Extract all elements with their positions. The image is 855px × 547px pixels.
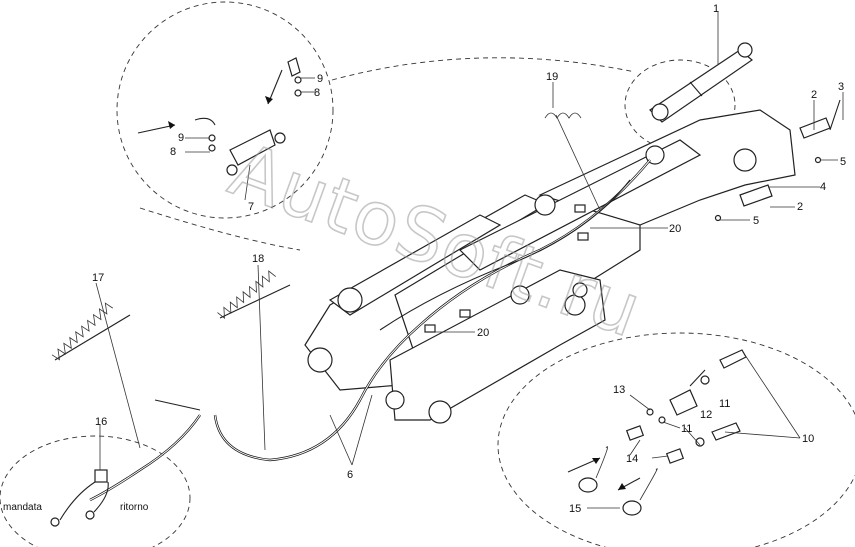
frame-pin-a — [337, 287, 363, 313]
clamp-20-lower — [424, 324, 436, 333]
fittings-detail — [567, 349, 747, 516]
adapter-14-left — [625, 425, 645, 441]
frame-pin-d — [645, 145, 665, 165]
callout-4: 4 — [820, 181, 826, 193]
callout-17: 17 — [92, 272, 104, 284]
frame-pin-e — [307, 347, 333, 373]
pin-2-upper — [799, 117, 831, 139]
hose-lines — [89, 159, 651, 502]
fitting-10-upper — [719, 349, 747, 369]
valve-handle — [689, 369, 706, 387]
spring-guard-18 — [219, 284, 291, 319]
seal-8-right — [294, 89, 302, 97]
cap-15-right — [622, 500, 642, 516]
flow-arrow-in — [137, 124, 176, 134]
leader-lines — [95, 12, 844, 509]
callout-6: 6 — [347, 469, 353, 481]
cylinder-eye — [737, 42, 753, 58]
callout-7: 7 — [248, 201, 254, 213]
callout-3: 3 — [838, 81, 844, 93]
clamp-20-upper — [577, 232, 589, 241]
detail-circle-cylinder — [624, 59, 736, 151]
valve-block-7 — [229, 129, 276, 166]
callout-16: 16 — [95, 416, 107, 428]
callout-1: 1 — [713, 3, 719, 15]
washer-5-upper — [814, 156, 822, 164]
hose-ends-detail — [50, 469, 109, 527]
elbow-fitting — [194, 117, 216, 126]
nut-13 — [646, 408, 654, 416]
cylinder-base-eye — [651, 103, 669, 121]
callout-13: 13 — [613, 384, 625, 396]
clamp-20-mid — [459, 309, 471, 318]
callout-10: 10 — [802, 433, 814, 445]
ball-valve-12 — [669, 389, 698, 416]
callout-8-left: 8 — [170, 146, 176, 158]
hose-coupling — [154, 399, 201, 411]
pins-right — [714, 99, 841, 222]
label-mandata: mandata — [3, 502, 42, 513]
clamps-20 — [424, 204, 589, 333]
clamp-16 — [94, 469, 108, 483]
callout-11-lower: 11 — [681, 423, 692, 435]
valve-fitting-right — [274, 132, 286, 144]
callout-14: 14 — [626, 453, 638, 465]
seal-11-lower — [658, 416, 666, 424]
frame-pin-j — [572, 282, 588, 298]
frame-pin-b — [534, 194, 556, 216]
callout-15: 15 — [569, 503, 581, 515]
callout-8-right: 8 — [314, 87, 320, 99]
callout-19: 19 — [546, 71, 558, 83]
seal-8-left — [208, 144, 216, 152]
detail-circle-fittings — [497, 332, 855, 547]
clamp-20-top — [574, 204, 586, 213]
spring-guards — [51, 112, 582, 361]
callout-12: 12 — [700, 409, 712, 421]
callout-9-right: 9 — [317, 73, 323, 85]
callout-5-upper: 5 — [840, 156, 846, 168]
detail-link-left — [139, 207, 301, 251]
detail-link-top — [331, 57, 636, 81]
hydraulic-cylinder — [649, 42, 753, 123]
label-ritorno: ritorno — [120, 502, 149, 513]
callout-20-upper: 20 — [669, 223, 681, 235]
bolt-3 — [829, 99, 841, 131]
frame-pin-f — [428, 400, 452, 424]
seal-11-upper — [700, 375, 710, 385]
washer-5-lower — [714, 214, 722, 222]
callout-5-lower: 5 — [753, 215, 759, 227]
callout-20-lower: 20 — [477, 327, 489, 339]
detail-circle-hoses — [0, 435, 191, 547]
adapter-fitting — [287, 57, 301, 77]
frame-pin-i — [385, 390, 405, 410]
cylinder-collar — [689, 81, 703, 97]
frame-pin-c — [733, 148, 757, 172]
coupler-ritorno — [85, 510, 95, 520]
callout-2-lower: 2 — [797, 201, 803, 213]
callout-2-upper: 2 — [811, 89, 817, 101]
coupler-mandata — [50, 517, 60, 527]
frame-lower-plate — [389, 269, 606, 421]
pin-2-lower — [739, 184, 773, 207]
callout-18: 18 — [252, 253, 264, 265]
spring-guard-17 — [54, 314, 131, 361]
nut-9-right — [294, 76, 302, 84]
seal-11-mid — [695, 437, 705, 447]
spring-guard-19 — [544, 112, 582, 119]
valve-fitting-left — [226, 164, 238, 176]
callout-11-upper: 11 — [719, 398, 730, 410]
frame-pin-h — [510, 285, 530, 305]
fitting-10-lower — [711, 422, 741, 441]
adapter-14-right — [665, 448, 685, 464]
valve-detail — [137, 57, 302, 201]
cap-15-left — [578, 477, 598, 493]
detail-circle-valve — [116, 1, 334, 219]
callout-labels: 1 2 3 5 4 2 5 20 20 19 18 17 16 6 7 9 8 … — [3, 3, 846, 515]
callout-9-left: 9 — [178, 132, 184, 144]
hose-secondary — [379, 179, 631, 331]
